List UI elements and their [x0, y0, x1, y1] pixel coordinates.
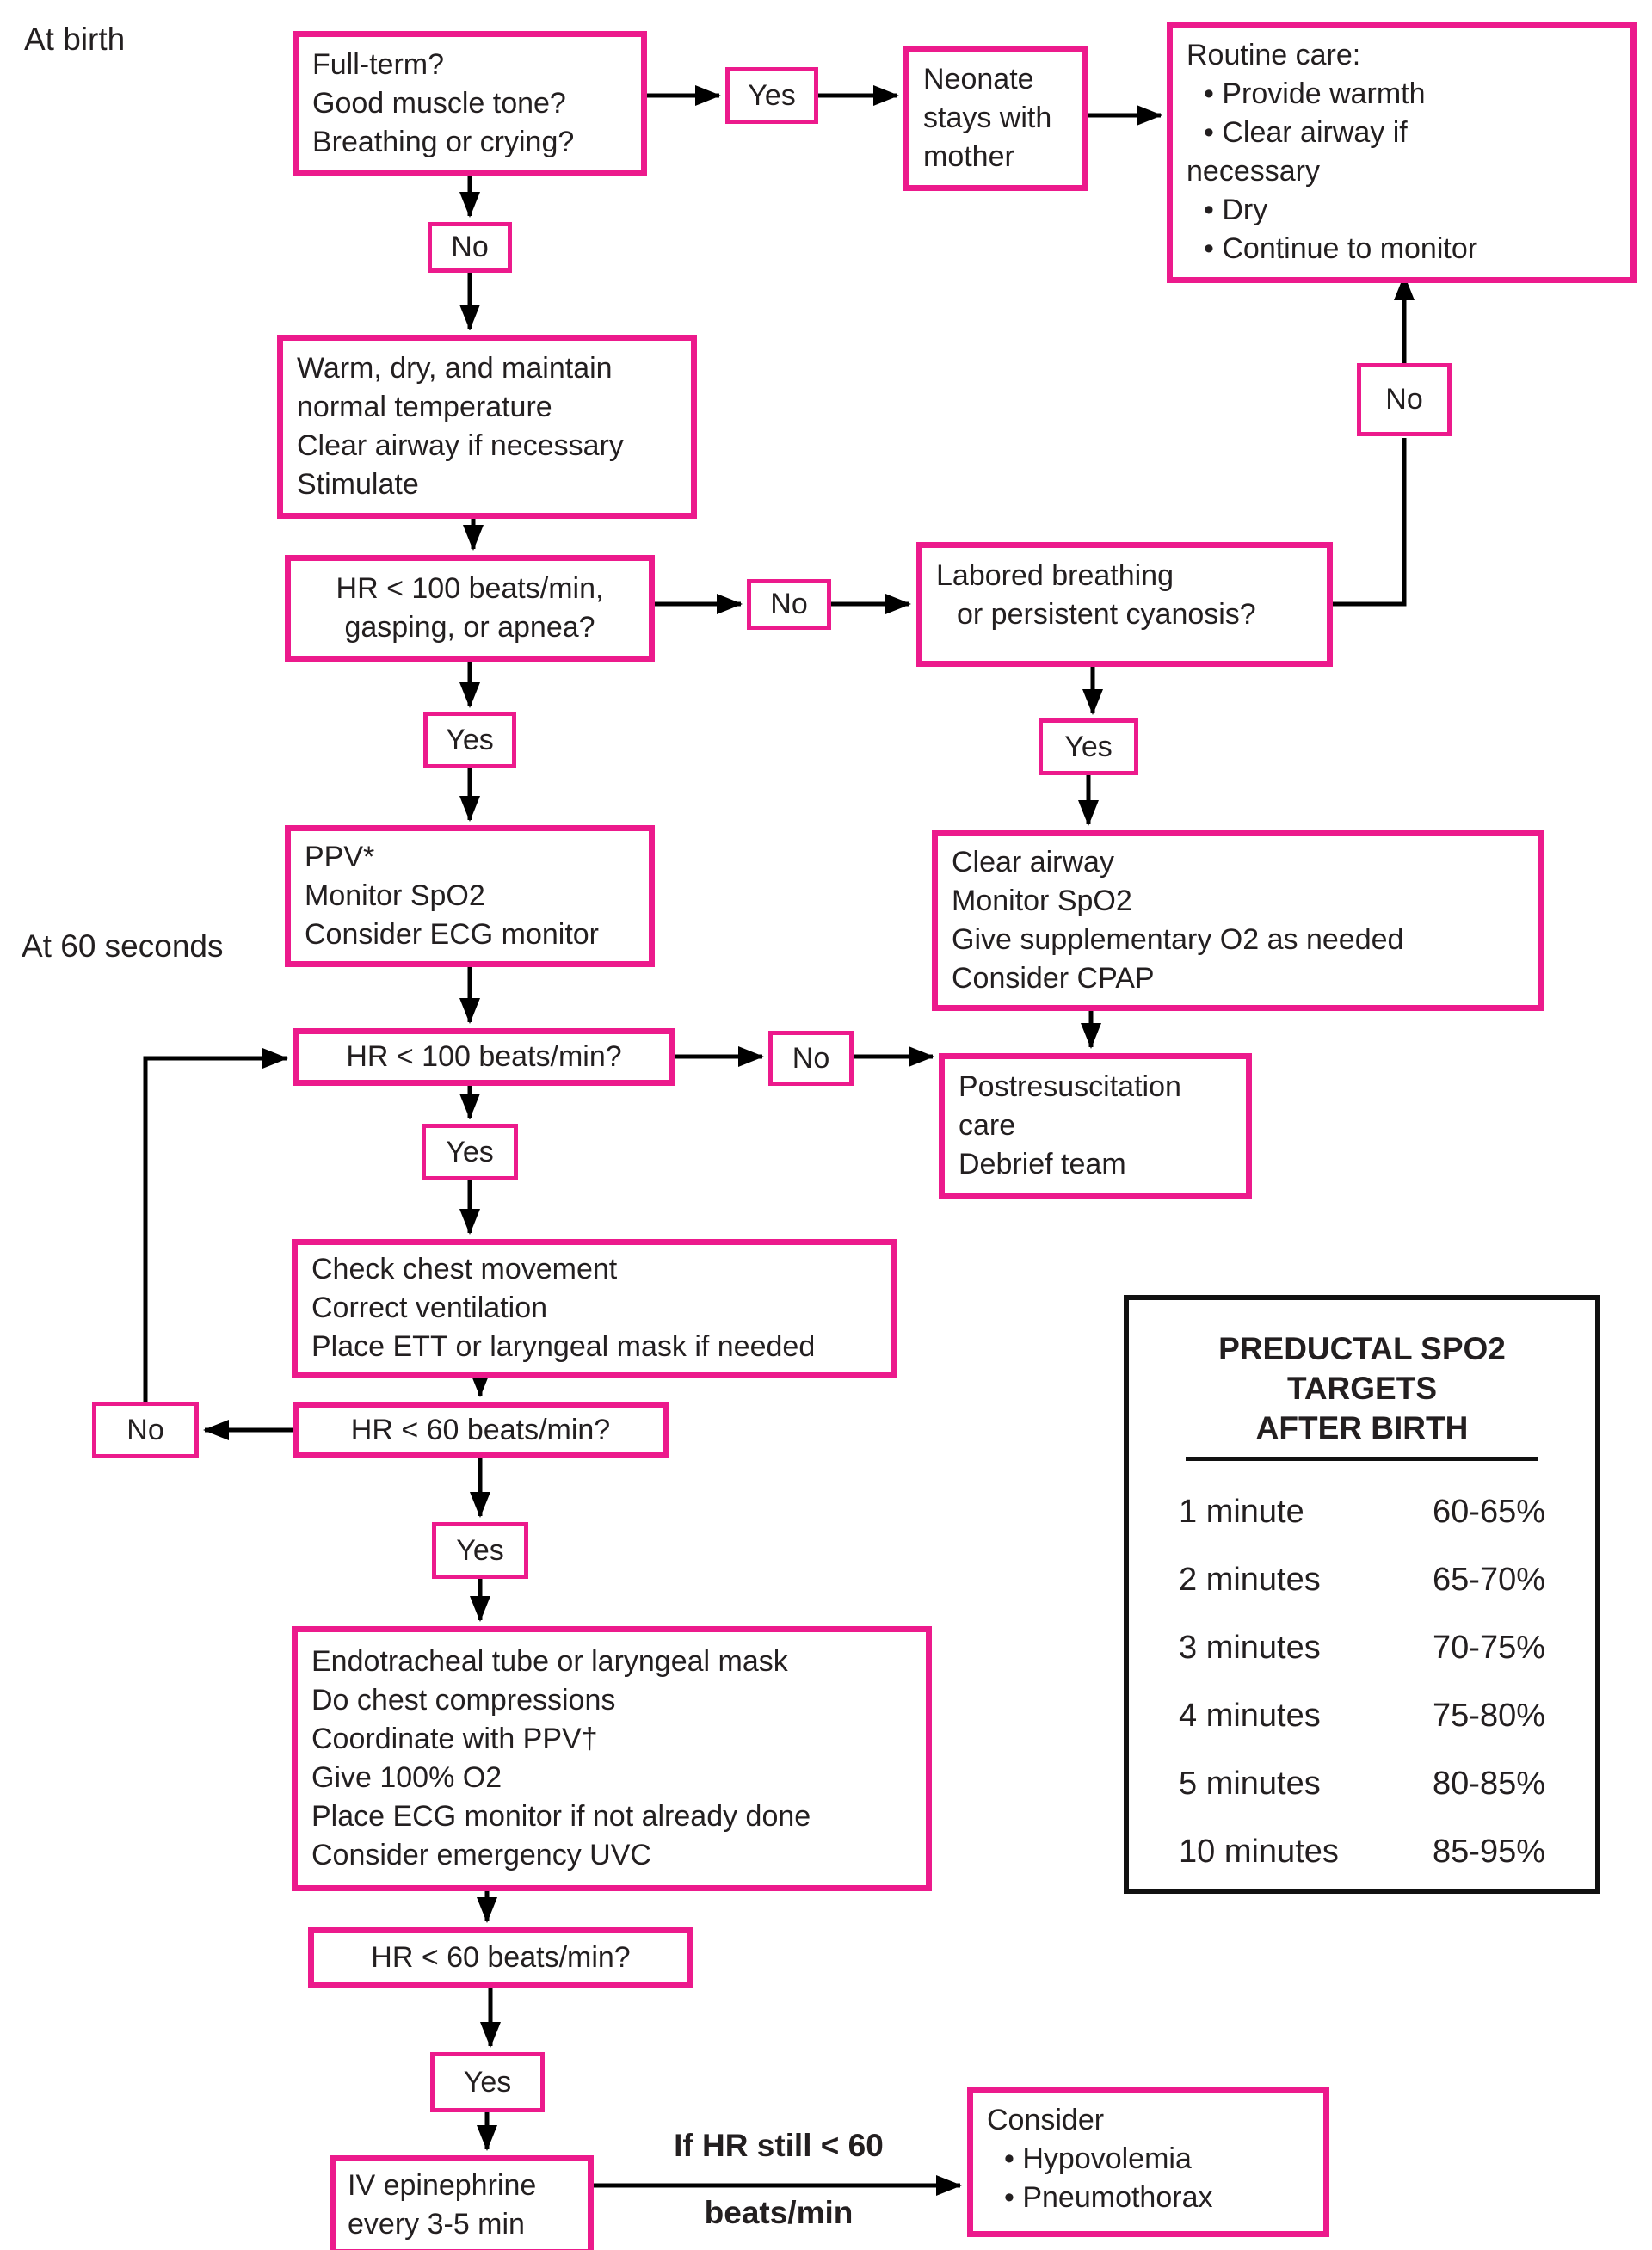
text-line: mother: [923, 140, 1014, 173]
text-line: Endotracheal tube or laryngeal mask: [311, 1645, 788, 1678]
text-line: Full-term?: [312, 48, 445, 81]
text-line: stays with: [923, 102, 1052, 134]
bullet-item: • Continue to monitor: [1204, 232, 1478, 265]
text-line: IV epinephrine: [348, 2169, 537, 2202]
label-if-hr-still-low-line2: beats/min: [704, 2195, 854, 2230]
label-at-birth: At birth: [24, 22, 126, 57]
text-line: PPV*: [305, 841, 375, 873]
table-row: 4 minutes 75-80%: [1167, 1696, 1557, 1735]
text-line: Give supplementary O2 as needed: [952, 923, 1404, 956]
label-at-60-seconds: At 60 seconds: [22, 928, 224, 964]
text-line: HR < 100 beats/min,: [336, 572, 604, 605]
node-endotracheal: Endotracheal tube or laryngeal mask Do c…: [292, 1626, 932, 1891]
table-cell-time: 2 minutes: [1179, 1562, 1321, 1598]
text-line: Neonate: [923, 63, 1034, 96]
node-neonate-stays: Neonate stays with mother: [903, 46, 1088, 191]
text-line: Check chest movement: [311, 1253, 618, 1285]
text-line: Consider emergency UVC: [311, 1839, 651, 1871]
text-line: Place ECG monitor if not already done: [311, 1800, 811, 1833]
decision-yes-hr60: Yes: [432, 1522, 528, 1579]
node-consider: Consider • Hypovolemia • Pneumothorax: [967, 2087, 1329, 2237]
node-check-chest: Check chest movement Correct ventilation…: [292, 1239, 897, 1378]
text-line: Give 100% O2: [311, 1761, 502, 1794]
table-cell-time: 4 minutes: [1179, 1698, 1321, 1734]
label-if-hr-still-low-line1: If HR still < 60: [674, 2128, 884, 2163]
node-hr100-gasping: HR < 100 beats/min, gasping, or apnea?: [285, 555, 655, 662]
text-line: Labored breathing: [936, 559, 1174, 592]
text-line: Consider CPAP: [952, 962, 1155, 995]
table-title-line1: PREDUCTAL SPO2 TARGETS: [1218, 1331, 1506, 1406]
text-line: gasping, or apnea?: [344, 611, 595, 644]
text-line: Clear airway if necessary: [297, 429, 624, 462]
decision-yes-fullterm: Yes: [725, 67, 818, 124]
text-line: Monitor SpO2: [952, 885, 1132, 917]
table-row: 2 minutes 65-70%: [1167, 1560, 1557, 1600]
table-cell-range: 75-80%: [1433, 1698, 1545, 1734]
text-line: Clear airway: [952, 846, 1114, 878]
text-line: Warm, dry, and maintain: [297, 352, 613, 385]
decision-no-hr60: No: [92, 1402, 199, 1458]
bullet-item: • Pneumothorax: [1004, 2181, 1213, 2214]
node-hr60-question: HR < 60 beats/min?: [293, 1402, 669, 1458]
table-title-rule: [1185, 1457, 1539, 1461]
text-line: Routine care:: [1187, 39, 1361, 71]
node-iv-epinephrine: IV epinephrine every 3-5 min: [330, 2155, 594, 2250]
text-line: Consider: [987, 2104, 1105, 2136]
text-line: Breathing or crying?: [312, 126, 575, 158]
node-hr60-question-repeat: HR < 60 beats/min?: [308, 1927, 693, 1988]
text-line: Place ETT or laryngeal mask if needed: [311, 1330, 816, 1363]
table-title-line2: AFTER BIRTH: [1255, 1410, 1469, 1446]
text-line: Stimulate: [297, 468, 419, 501]
text-line: Monitor SpO2: [305, 879, 485, 912]
text-line: Debrief team: [959, 1148, 1126, 1180]
decision-yes-hr100: Yes: [422, 1124, 518, 1180]
text-line: care: [959, 1109, 1016, 1142]
table-cell-range: 70-75%: [1433, 1630, 1545, 1666]
bullet-item: • Provide warmth: [1204, 77, 1426, 110]
text-line: Postresuscitation: [959, 1070, 1181, 1103]
table-cell-range: 80-85%: [1433, 1766, 1545, 1802]
decision-no-labored: No: [1357, 363, 1452, 436]
text-line: Good muscle tone?: [312, 87, 566, 120]
table-cell-time: 10 minutes: [1179, 1834, 1339, 1870]
table-cell-time: 1 minute: [1179, 1494, 1304, 1530]
decision-yes-hr100-gasping: Yes: [423, 712, 516, 768]
decision-yes-hr60-repeat: Yes: [430, 2052, 545, 2112]
node-labored-breathing: Labored breathing or persistent cyanosis…: [916, 542, 1333, 667]
table-row: 1 minute 60-65%: [1167, 1492, 1557, 1532]
node-full-term: Full-term? Good muscle tone? Breathing o…: [293, 31, 647, 176]
node-postresuscitation: Postresuscitation care Debrief team: [939, 1053, 1252, 1199]
node-routine-care: Routine care: • Provide warmth • Clear a…: [1167, 22, 1637, 283]
decision-no-fullterm: No: [428, 222, 512, 273]
text-line: normal temperature: [297, 391, 552, 423]
table-cell-range: 65-70%: [1433, 1562, 1545, 1598]
table-cell-range: 85-95%: [1433, 1834, 1545, 1870]
node-ppv: PPV* Monitor SpO2 Consider ECG monitor: [285, 825, 655, 967]
text-line: Consider ECG monitor: [305, 918, 600, 951]
node-hr100-question: HR < 100 beats/min?: [293, 1028, 675, 1086]
bullet-item: • Dry: [1204, 194, 1268, 226]
bullet-item: • Hypovolemia: [1004, 2142, 1192, 2175]
table-cell-time: 5 minutes: [1179, 1766, 1321, 1802]
text-line: every 3-5 min: [348, 2208, 525, 2241]
text-line: Correct ventilation: [311, 1291, 548, 1324]
bullet-item: • Clear airway if necessary: [1187, 116, 1408, 188]
table-cell-range: 60-65%: [1433, 1494, 1545, 1530]
decision-no-hr100-gasping: No: [747, 579, 831, 630]
text-line: or persistent cyanosis?: [957, 598, 1256, 631]
node-clear-airway: Clear airway Monitor SpO2 Give supplemen…: [932, 830, 1544, 1011]
text-line: Coordinate with PPV†: [311, 1723, 598, 1755]
spo2-targets-table: PREDUCTAL SPO2 TARGETS AFTER BIRTH 1 min…: [1124, 1295, 1600, 1894]
table-cell-time: 3 minutes: [1179, 1630, 1321, 1666]
table-row: 5 minutes 80-85%: [1167, 1764, 1557, 1803]
table-row: 3 minutes 70-75%: [1167, 1628, 1557, 1667]
line-labored-to-no-up: [1333, 438, 1407, 607]
node-warm-dry: Warm, dry, and maintain normal temperatu…: [277, 335, 697, 519]
arrow-no-loop-to-hr100: [143, 1048, 288, 1402]
text-line: Do chest compressions: [311, 1684, 616, 1717]
decision-yes-labored: Yes: [1039, 718, 1138, 775]
decision-no-hr100: No: [768, 1031, 854, 1086]
table-row: 10 minutes 85-95%: [1167, 1832, 1557, 1871]
